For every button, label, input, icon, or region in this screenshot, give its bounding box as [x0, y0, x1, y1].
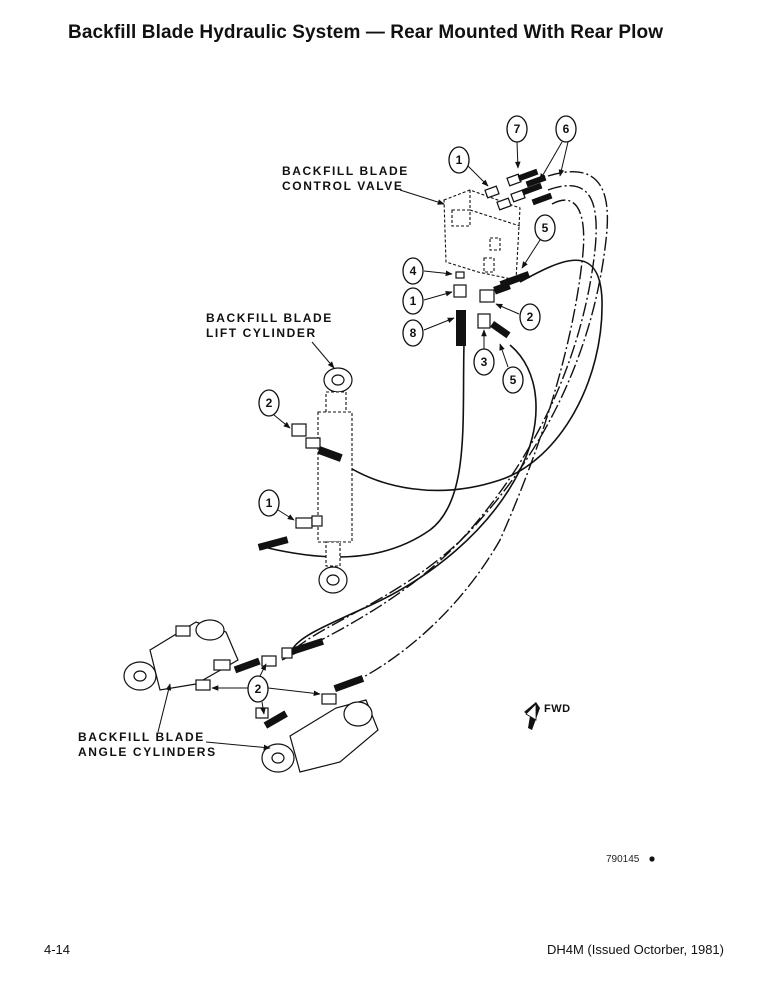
fwd-arrow-icon: FWD [524, 702, 571, 730]
hose-lift-bottom [267, 344, 465, 558]
svg-text:FWD: FWD [544, 703, 571, 715]
svg-text:2: 2 [255, 682, 262, 696]
svg-text:1: 1 [410, 294, 417, 308]
page-title: Backfill Blade Hydraulic System — Rear M… [68, 22, 664, 43]
callout-7: 7 [506, 115, 528, 169]
valve-lower-fittings [453, 271, 531, 346]
drawing-mark-icon [649, 856, 655, 862]
drawing-number: 790145 [606, 854, 640, 865]
lift-cylinder-label: BACKFILL BLADE LIFT CYLINDER [206, 311, 335, 369]
callout-8: 8 [402, 317, 455, 347]
hose-group [267, 171, 609, 685]
callout-5-lower: 5 [499, 343, 524, 394]
svg-text:1: 1 [456, 153, 463, 167]
svg-text:BACKFILL BLADE: BACKFILL BLADE [78, 730, 205, 744]
angle-fittings [261, 638, 324, 667]
hose-valve-to-angle-1 [295, 171, 609, 649]
hose-fitting3-angle [291, 344, 537, 651]
callout-2-valve: 2 [495, 303, 541, 331]
lift-cylinder [257, 367, 353, 594]
svg-text:8: 8 [410, 326, 417, 340]
callout-2-lift: 2 [258, 389, 291, 429]
callout-3: 3 [473, 329, 495, 376]
hose-lift-top [337, 259, 603, 492]
hose-valve-to-angle-3 [349, 199, 585, 685]
svg-text:5: 5 [542, 221, 549, 235]
page-number: 4-14 [44, 942, 71, 957]
callout-5-upper: 5 [521, 214, 556, 269]
svg-text:2: 2 [266, 396, 273, 410]
control-valve-label: BACKFILL BLADE CONTROL VALVE [282, 164, 445, 205]
svg-text:7: 7 [514, 122, 521, 136]
angle-cylinders-label: BACKFILL BLADE ANGLE CYLINDERS [78, 683, 271, 759]
hose-valve-to-angle-2 [281, 185, 597, 661]
svg-text:1: 1 [266, 496, 273, 510]
svg-text:BACKFILL BLADE: BACKFILL BLADE [282, 164, 409, 178]
svg-text:BACKFILL BLADE: BACKFILL BLADE [206, 311, 333, 325]
callout-1-mid: 1 [402, 287, 453, 315]
angle-cylinder-lower [255, 675, 379, 773]
callout-6: 6 [539, 115, 577, 181]
svg-text:3: 3 [481, 355, 488, 369]
svg-text:6: 6 [563, 122, 570, 136]
callout-1-top: 1 [448, 146, 489, 187]
svg-text:4: 4 [410, 264, 417, 278]
angle-cylinder-upper [123, 619, 261, 691]
svg-text:5: 5 [510, 373, 517, 387]
svg-text:LIFT CYLINDER: LIFT CYLINDER [206, 326, 317, 340]
svg-text:ANGLE CYLINDERS: ANGLE CYLINDERS [78, 745, 217, 759]
callout-1-lift: 1 [258, 489, 295, 521]
callout-2-angle: 2 [211, 663, 321, 715]
callout-4: 4 [402, 257, 453, 285]
svg-text:CONTROL VALVE: CONTROL VALVE [282, 179, 403, 193]
control-valve [443, 168, 553, 281]
publication-info: DH4M (Issued Octorber, 1981) [546, 942, 724, 957]
svg-text:2: 2 [527, 310, 534, 324]
